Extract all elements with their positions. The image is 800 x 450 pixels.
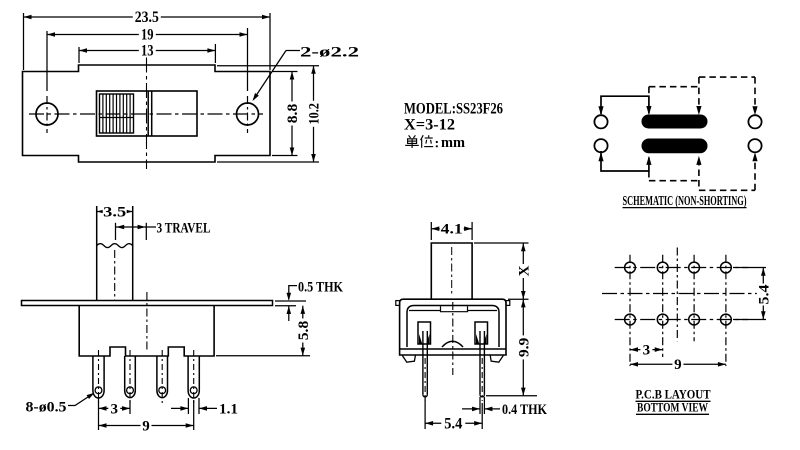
svg-text:SCHEMATIC (NON-SHORTING): SCHEMATIC (NON-SHORTING): [623, 193, 747, 208]
svg-text:0.4 THK: 0.4 THK: [502, 402, 548, 418]
svg-text:5.4: 5.4: [756, 284, 772, 305]
svg-text:10.2: 10.2: [307, 103, 323, 125]
svg-text:4.1: 4.1: [441, 222, 463, 238]
svg-text:X: X: [516, 265, 532, 276]
svg-text:P.C.B LAYOUT: P.C.B LAYOUT: [636, 387, 711, 402]
svg-text:MODEL:SS23F26: MODEL:SS23F26: [404, 101, 503, 118]
svg-text:3.5: 3.5: [103, 204, 126, 220]
svg-text:3 TRAVEL: 3 TRAVEL: [157, 221, 211, 237]
svg-text:3: 3: [643, 343, 651, 359]
svg-text:1.1: 1.1: [219, 401, 238, 417]
svg-text:19: 19: [141, 27, 154, 44]
svg-text:3: 3: [111, 401, 119, 417]
svg-text:BOTTOM VIEW: BOTTOM VIEW: [637, 400, 708, 415]
svg-text:23.5: 23.5: [135, 9, 159, 26]
svg-text:9: 9: [142, 418, 150, 434]
svg-text:8-ø0.5: 8-ø0.5: [26, 399, 67, 415]
svg-text:9.9: 9.9: [516, 338, 532, 358]
svg-text:5.4: 5.4: [444, 416, 462, 433]
svg-text:2-ø2.2: 2-ø2.2: [300, 44, 359, 60]
svg-text:9: 9: [674, 357, 682, 373]
svg-text:8.8: 8.8: [285, 104, 301, 124]
svg-text:mm: mm: [441, 135, 465, 151]
svg-text:13: 13: [141, 43, 154, 60]
svg-text:0.5 THK: 0.5 THK: [298, 279, 344, 295]
svg-text:5.8: 5.8: [296, 321, 312, 341]
svg-text:X=3-12: X=3-12: [404, 117, 455, 134]
